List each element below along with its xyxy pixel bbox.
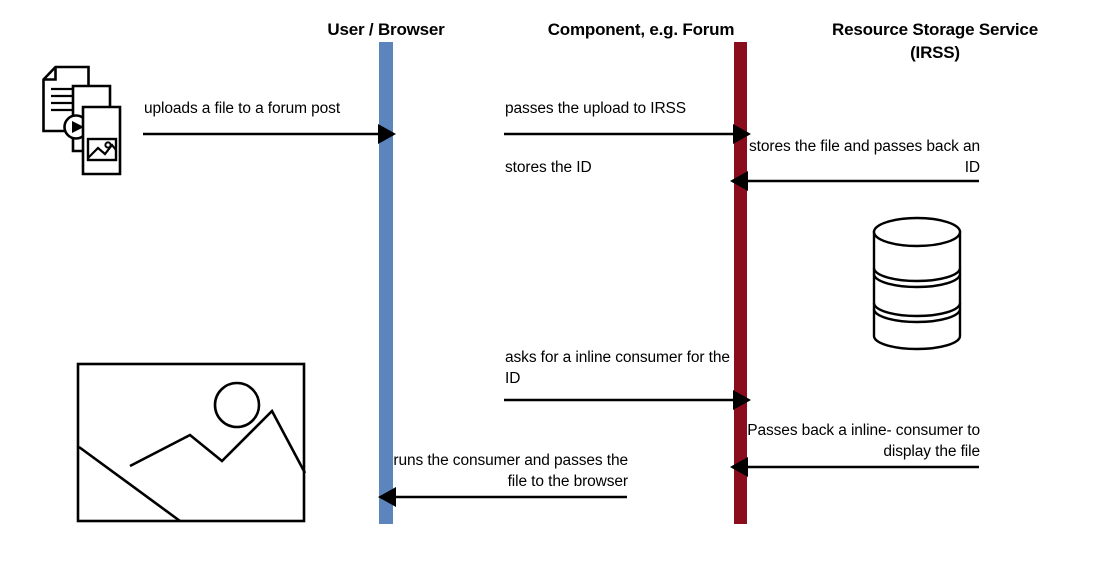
message-label-passes-back-inline-consumer: Passes back a inline- consumer to displa…: [747, 422, 980, 460]
message-label-uploads-a-file: uploads a file to a forum post: [144, 100, 341, 117]
message-label-passes-the-upload: passes the upload to IRSS: [505, 100, 687, 117]
message-arrow-passes-back-inline-consumer: [730, 457, 979, 477]
lifeline-user-browser: [379, 42, 393, 524]
message-label-stores-the-id: stores the ID: [505, 159, 592, 176]
message-arrow-runs-the-consumer: [378, 487, 627, 507]
message-label-runs-the-consumer: runs the consumer and passes the file to…: [393, 452, 628, 490]
actor-title-component-forum: Component, e.g. Forum: [547, 20, 735, 39]
file-stack-icon: [42, 65, 122, 176]
message-arrow-asks-for-inline-consumer: [504, 390, 751, 410]
actor-title-resource-storage-service: Resource Storage Service (IRSS): [832, 20, 1038, 62]
database-cylinder-icon: [872, 216, 962, 351]
message-arrow-stores-the-file-back-an-id: [730, 171, 979, 191]
message-arrow-passes-the-upload: [504, 124, 751, 144]
message-label-asks-for-inline-consumer: asks for a inline consumer for the ID: [505, 349, 730, 387]
message-arrow-uploads-a-file: [143, 124, 396, 144]
picture-placeholder-icon: [76, 362, 307, 523]
message-label-stores-the-file: stores the file and passes back an ID: [749, 138, 980, 176]
actor-title-user-browser: User / Browser: [327, 20, 445, 39]
